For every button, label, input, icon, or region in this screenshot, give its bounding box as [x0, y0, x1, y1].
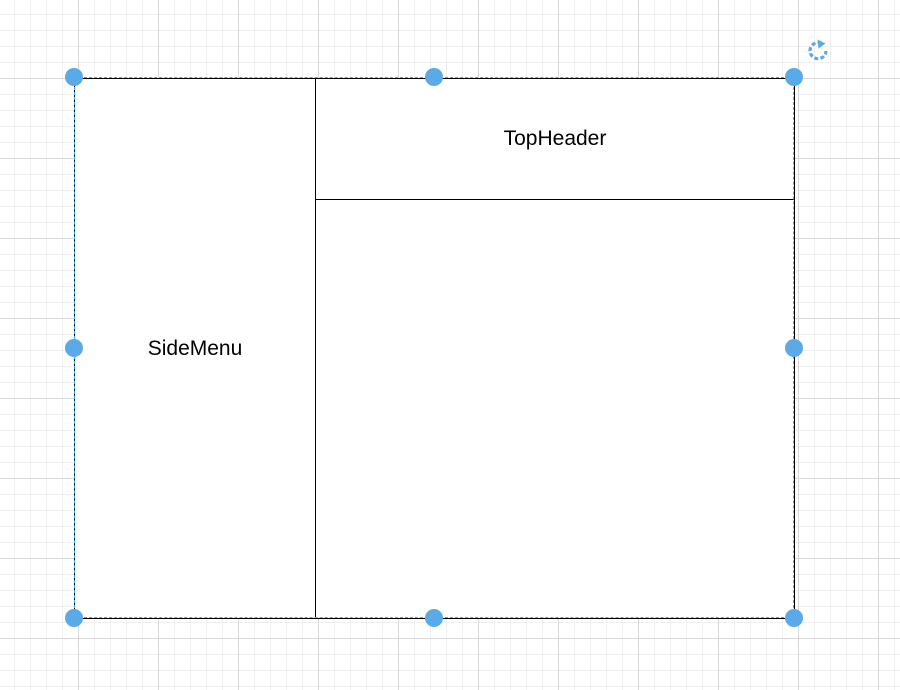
rotate-handle[interactable] — [805, 38, 831, 64]
top-header-label: TopHeader — [503, 127, 607, 150]
resize-handle-bottom-left[interactable] — [65, 609, 83, 627]
resize-handle-left[interactable] — [65, 339, 83, 357]
top-header-shape[interactable]: TopHeader — [315, 78, 795, 200]
resize-handle-top-left[interactable] — [65, 68, 83, 86]
resize-handle-right[interactable] — [785, 339, 803, 357]
content-area-shape[interactable] — [315, 199, 795, 619]
resize-handle-bottom[interactable] — [425, 609, 443, 627]
side-menu-label: SideMenu — [147, 336, 243, 360]
resize-handle-top[interactable] — [425, 68, 443, 86]
resize-handle-bottom-right[interactable] — [785, 609, 803, 627]
side-menu-shape[interactable]: SideMenu — [74, 78, 316, 619]
resize-handle-top-right[interactable] — [785, 68, 803, 86]
rotate-icon — [808, 39, 828, 61]
